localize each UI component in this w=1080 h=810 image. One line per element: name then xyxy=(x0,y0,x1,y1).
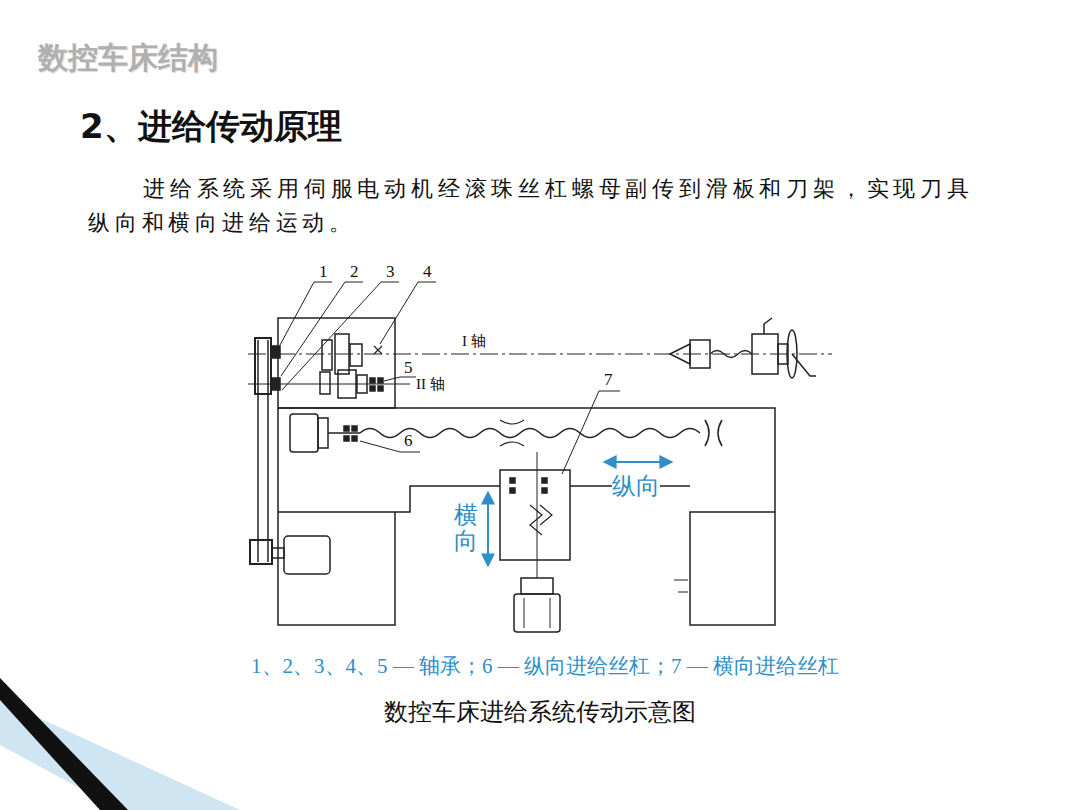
axis-label: II 轴 xyxy=(416,375,445,393)
carriage-box xyxy=(500,470,570,560)
headstock-box xyxy=(278,318,395,408)
lathe-drawing xyxy=(248,282,832,632)
coupling xyxy=(318,418,328,448)
motor-detail xyxy=(524,598,525,628)
leader-line xyxy=(384,377,416,381)
callout-number: 1 xyxy=(319,262,328,282)
callout-number: 2 xyxy=(350,262,359,282)
callout-key: 1、2、3、4、5 — 轴承；6 — 纵向进给丝杠；7 — 横向进给丝杠 xyxy=(0,654,1080,679)
belt xyxy=(257,340,259,562)
screw-nut xyxy=(500,420,524,446)
tail-center xyxy=(670,344,690,364)
slide-title: 2、进给传动原理 xyxy=(80,106,342,147)
lock-lever xyxy=(764,318,772,334)
crank xyxy=(792,354,816,376)
section-header: 数控车床结构 xyxy=(38,40,218,76)
bed-detail xyxy=(674,580,688,592)
leader-line xyxy=(380,282,436,344)
callout-number: 7 xyxy=(604,370,613,390)
bearing-symbol xyxy=(370,386,375,391)
callout-number: 4 xyxy=(423,262,432,282)
direction-arrow xyxy=(604,461,672,463)
servo-motor xyxy=(514,594,560,632)
leader-line xyxy=(282,282,399,390)
tail-quill xyxy=(690,340,710,368)
gear xyxy=(338,370,356,398)
bearing-symbol xyxy=(542,478,547,483)
shaft xyxy=(328,432,360,434)
bed-outline xyxy=(278,408,775,625)
bearing-symbol xyxy=(542,488,547,493)
bearing-symbol xyxy=(378,386,383,391)
screw-support xyxy=(705,420,722,446)
callout-number: 3 xyxy=(386,262,395,282)
cross-screw xyxy=(530,505,552,535)
axis-label: I 轴 xyxy=(462,332,486,350)
body-paragraph: 进给系统采用伺服电动机经滚珠丝杠螺母副传到滑板和刀架，实现刀具纵向和横向进给运动… xyxy=(88,172,980,240)
spindle-motor xyxy=(284,536,330,574)
belt xyxy=(267,340,269,562)
direction-label: 纵向 xyxy=(612,472,660,501)
bearing-symbol xyxy=(378,378,383,383)
bearing-symbol xyxy=(344,436,349,441)
gear xyxy=(335,334,349,374)
figure-caption: 数控车床进给系统传动示意图 xyxy=(0,698,1080,727)
leader-line xyxy=(280,282,332,345)
motor-detail xyxy=(550,598,551,628)
cross-screw-axis xyxy=(537,452,538,578)
leader-line xyxy=(281,282,363,376)
callout-number: 5 xyxy=(404,358,413,378)
direction-label: 横向 xyxy=(454,502,478,555)
callout-number: 6 xyxy=(404,431,413,451)
corner-decoration xyxy=(0,678,128,810)
bearing-symbol xyxy=(510,478,515,483)
gear xyxy=(350,344,362,366)
bearing-symbol xyxy=(272,346,280,358)
pulley xyxy=(255,338,271,394)
bed-outline xyxy=(278,408,690,625)
tailstock-body xyxy=(752,334,778,374)
servo-motor xyxy=(290,414,318,452)
bearing-symbol xyxy=(370,378,375,383)
motor-shaft xyxy=(272,548,284,558)
bearing-symbol xyxy=(510,488,515,493)
bearing-symbol xyxy=(272,378,280,390)
gear xyxy=(320,372,330,394)
gear xyxy=(357,375,367,393)
bearing-symbol xyxy=(374,346,382,354)
bearing-symbol xyxy=(344,426,349,431)
bearing-symbol xyxy=(352,436,357,441)
bearing-symbol xyxy=(352,426,357,431)
tail-screw xyxy=(710,351,752,358)
coupling xyxy=(521,578,553,594)
pulley xyxy=(250,540,272,564)
direction-arrow xyxy=(487,492,489,566)
